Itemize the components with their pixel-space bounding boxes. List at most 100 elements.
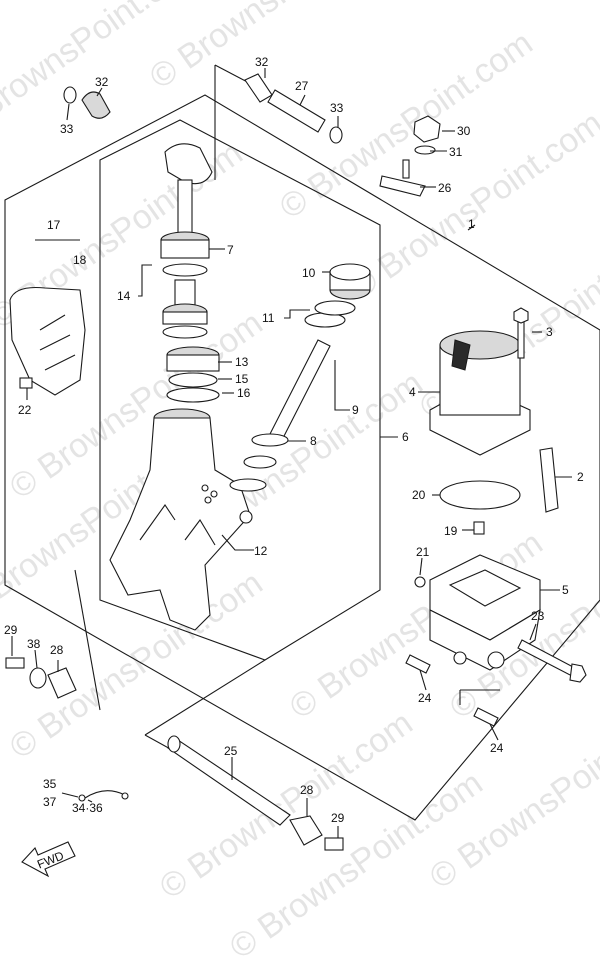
callout-34-36: 34·36: [72, 801, 103, 815]
callout-22: 22: [18, 403, 32, 417]
callout-4: 4: [409, 385, 416, 399]
cylinder-body: [109, 417, 251, 631]
bushing-32: [244, 73, 273, 103]
oring-14: [162, 325, 208, 339]
callout-18: 18: [73, 253, 87, 267]
oring-7: [162, 263, 208, 277]
bushing-32b: [81, 91, 111, 119]
callout-33: 33: [330, 101, 344, 115]
pin-part: [63, 73, 343, 144]
seal-15: [168, 372, 218, 388]
callout-15: 15: [235, 372, 249, 386]
oring: [229, 478, 267, 492]
callout-33: 33: [60, 122, 74, 136]
callout-24: 24: [418, 691, 432, 705]
anode-ribs: [39, 314, 76, 371]
callout-27: 27: [295, 79, 309, 93]
seal-16: [166, 387, 220, 403]
callout-3: 3: [546, 325, 553, 339]
callout-8: 8: [310, 434, 317, 448]
callout-38: 38: [27, 637, 41, 651]
callout-20: 20: [412, 488, 426, 502]
callout-6: 6: [402, 430, 409, 444]
wire-34: [84, 790, 126, 799]
callout-24: 24: [490, 741, 504, 755]
seal-13-body: [166, 354, 220, 372]
callout-12: 12: [254, 544, 268, 558]
bracket-2: [539, 447, 559, 513]
cap-10-top: [329, 263, 371, 281]
callout-23: 23: [531, 609, 545, 623]
pump-body: [429, 608, 541, 671]
leader-lines: [11, 68, 572, 838]
callout-30: 30: [457, 124, 471, 138]
pump-port: [453, 651, 467, 665]
callout-13: 13: [235, 355, 249, 369]
callout-17: 17: [47, 218, 61, 232]
pump-recess: [448, 569, 522, 607]
callout-25: 25: [224, 744, 238, 758]
stud-26: [402, 159, 410, 179]
callout-16: 16: [237, 386, 251, 400]
callout-7: 7: [227, 243, 234, 257]
filter-19: [473, 521, 485, 535]
shaft-25-end: [167, 735, 181, 753]
pipe-part: [229, 300, 356, 492]
callout-29: 29: [331, 811, 345, 825]
anode-part: [9, 286, 86, 396]
ram-piston-body: [162, 311, 208, 325]
cylinder-body-part: [109, 408, 253, 631]
cylinder-ribs: [139, 504, 216, 546]
motor-cable: [451, 339, 471, 371]
callout-28: 28: [50, 643, 64, 657]
inner-frame: [99, 119, 381, 661]
callout-2: 2: [577, 470, 584, 484]
watermark: © BrownsPoint.com: [143, 0, 410, 97]
pin-27: [267, 89, 326, 133]
nut-30: [413, 115, 441, 143]
terminal: [121, 792, 129, 800]
callout-5: 5: [562, 583, 569, 597]
stud-26-base: [379, 175, 426, 197]
bolt-22: [19, 377, 33, 389]
motor-part: [429, 307, 531, 456]
pipe-fitting-8: [251, 433, 289, 447]
outer-frame: [4, 94, 600, 821]
pump-port: [487, 651, 505, 669]
callout-31: 31: [449, 145, 463, 159]
bolt-24b: [473, 707, 499, 727]
port: [239, 510, 253, 524]
callout-37: 37: [43, 795, 57, 809]
fwd-arrow-icon: FWD: [21, 841, 76, 878]
ram-cap-body: [160, 239, 210, 259]
bushing-parts: [5, 657, 344, 851]
callout-28: 28: [300, 783, 314, 797]
callout-26: 26: [438, 181, 452, 195]
callout-14: 14: [117, 289, 131, 303]
bolt-23-head: [569, 663, 587, 683]
tilt-ram-part: [160, 143, 213, 339]
port: [201, 484, 209, 492]
port: [204, 496, 212, 504]
guide-line: [144, 659, 266, 736]
callout-32: 32: [95, 75, 109, 89]
bushing-28b: [289, 815, 323, 846]
callout-35: 35: [43, 777, 57, 791]
bolt-29a: [5, 657, 25, 669]
cap-part: [329, 263, 371, 300]
fwd-label: FWD: [35, 848, 66, 871]
callout-10: 10: [302, 266, 316, 280]
stud-part: [379, 115, 441, 197]
motor-top: [439, 330, 521, 360]
oring-21: [414, 576, 426, 588]
bolt-29b: [324, 837, 344, 851]
callout-19: 19: [444, 524, 458, 538]
ring-33: [329, 126, 343, 144]
oring-20: [439, 480, 521, 510]
seal-stack: [166, 346, 220, 403]
callout-9: 9: [352, 403, 359, 417]
callout-21: 21: [416, 545, 430, 559]
guide-line: [74, 569, 101, 711]
